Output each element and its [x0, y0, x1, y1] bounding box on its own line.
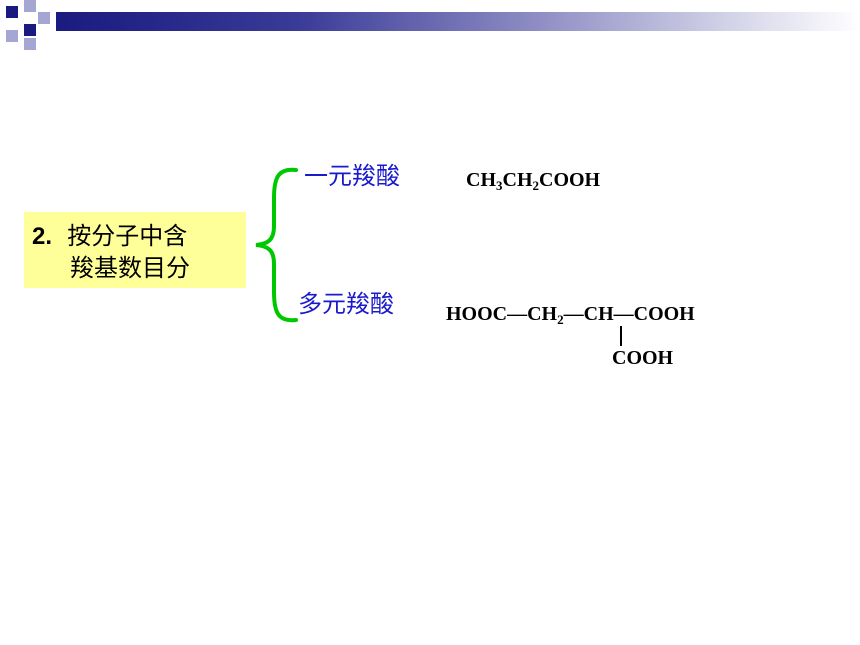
formula-part: COOH	[539, 169, 601, 191]
formula-part: —CH—COOH	[563, 303, 695, 325]
curly-brace	[255, 167, 298, 323]
formula-part: CH	[466, 169, 496, 191]
header-square-1	[6, 6, 18, 18]
formula-branch-bond	[620, 326, 622, 346]
header-square-6	[24, 38, 36, 50]
formula-propanoic-acid: CH3CH2COOH	[466, 169, 601, 193]
formula-subscript: 3	[496, 178, 503, 193]
formula-part: CH	[502, 169, 533, 191]
classification-text-2: 羧基数目分	[70, 254, 190, 282]
category-polycarboxylic-acid: 多元羧酸	[298, 290, 394, 318]
category-monocarboxylic-acid: 一元羧酸	[304, 162, 400, 190]
classification-label-box	[24, 212, 246, 288]
header-square-4	[24, 24, 36, 36]
formula-subscript: 2	[532, 178, 540, 193]
header-square-5	[6, 30, 18, 42]
classification-label-line2: 羧基数目分	[70, 256, 190, 280]
formula-part: HOOC—CH	[446, 303, 558, 325]
header-gradient-bar	[56, 12, 860, 31]
classification-label-line1: 2. 按分子中含	[32, 224, 187, 249]
formula-subscript: 2	[557, 312, 564, 327]
classification-number: 2.	[32, 223, 53, 250]
classification-text-1: 按分子中含	[67, 222, 188, 250]
formula-tricarboxylic-acid-branch: COOH	[612, 347, 674, 369]
formula-tricarboxylic-acid-main: HOOC—CH2—CH—COOH	[446, 303, 695, 327]
header-square-2	[24, 0, 36, 12]
header-square-3	[38, 12, 50, 24]
